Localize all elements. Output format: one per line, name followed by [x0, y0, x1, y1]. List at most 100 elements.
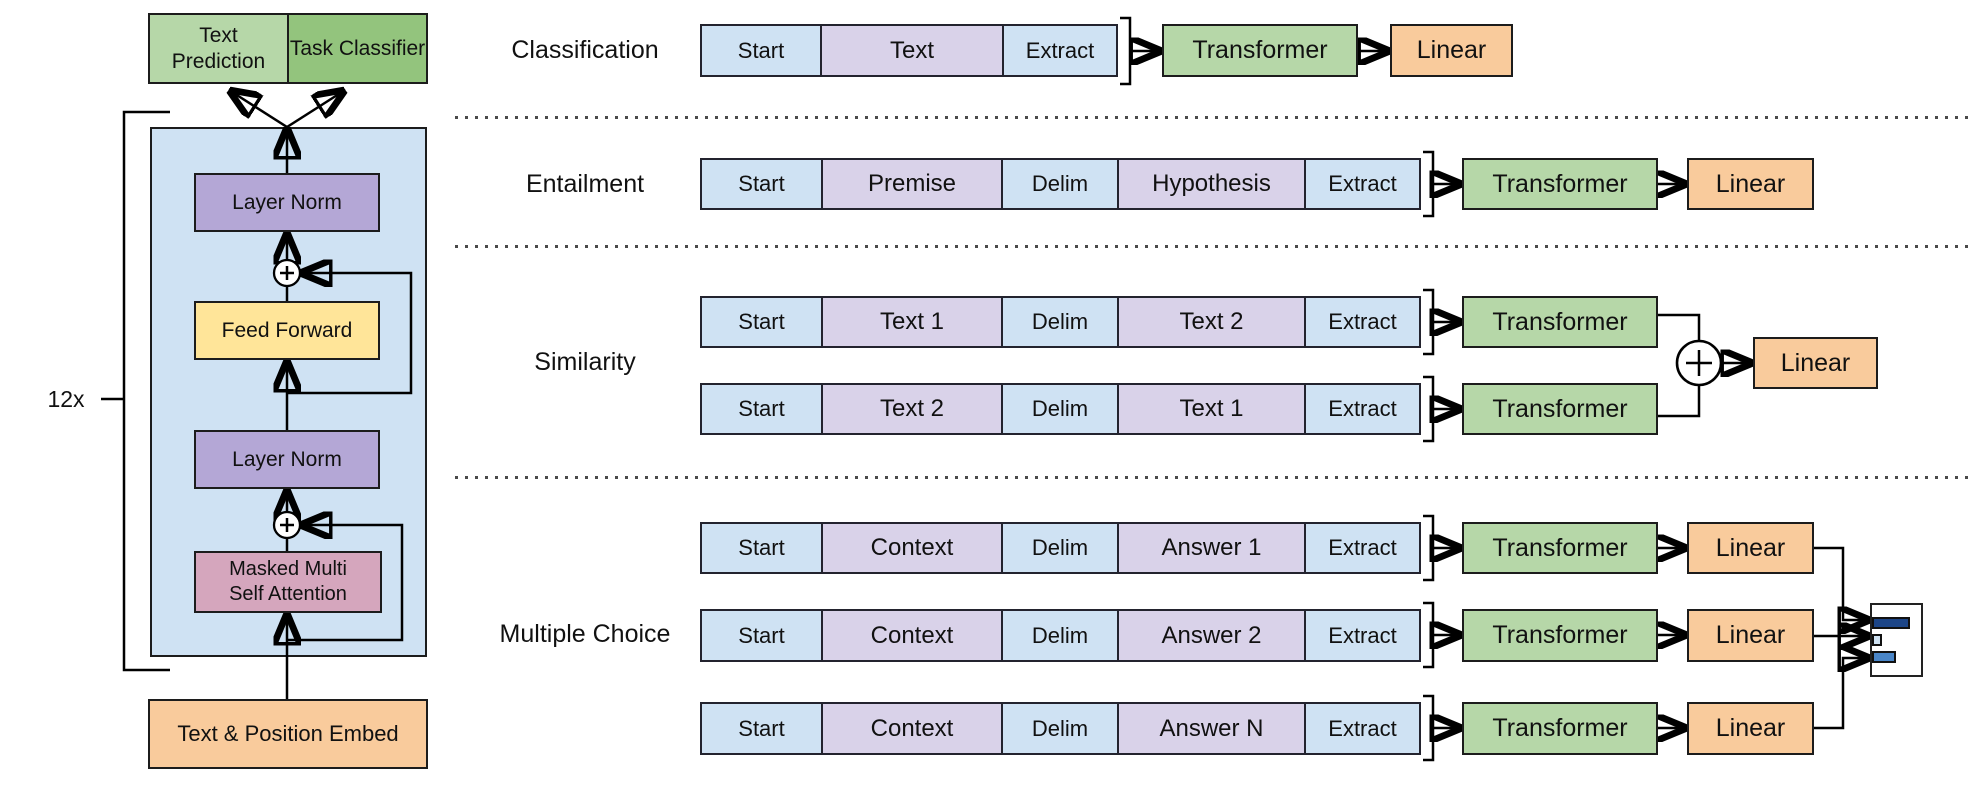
transformer-node: Transformer: [1162, 24, 1358, 77]
input-sequence: Start Premise Delim Hypothesis Extract: [700, 158, 1421, 210]
token-cell-delim: Delim: [1001, 611, 1117, 660]
linear-label: Linear: [1780, 348, 1851, 377]
token-cell-delim: Delim: [1001, 704, 1117, 753]
token-label: Extract: [1328, 535, 1397, 560]
task-classifier-head: Task Classifier: [287, 15, 426, 82]
token-cell-extract: Extract: [1304, 385, 1419, 433]
text-prediction-head: Text Prediction: [150, 15, 287, 82]
token-label: Extract: [1328, 622, 1397, 648]
transformer-node: Transformer: [1462, 522, 1658, 574]
token-cell-extract: Extract: [1002, 26, 1116, 75]
extract-bracket: [1423, 150, 1435, 218]
extract-bracket: [1120, 16, 1132, 86]
classification-wires: [1120, 16, 1386, 86]
input-sequence: Start Context Delim Answer 2 Extract: [700, 609, 1421, 662]
feed-forward-block: Feed Forward: [194, 301, 380, 360]
token-label: Text 1: [879, 308, 945, 335]
token-cell-delim: Delim: [1001, 385, 1117, 433]
transformer-label: Transformer: [1192, 36, 1328, 64]
linear-label: Linear: [1715, 714, 1786, 742]
token-label: Start: [738, 396, 785, 421]
token-cell-answer1: Answer 1: [1117, 524, 1304, 572]
token-cell-context: Context: [821, 524, 1001, 572]
linear-node: Linear: [1687, 158, 1814, 210]
repeat-bracket: [122, 110, 170, 672]
token-cell-extract: Extract: [1304, 704, 1419, 753]
transformer-label: Transformer: [1492, 714, 1628, 742]
transformer-label: Transformer: [1492, 169, 1628, 198]
input-sequence: Start Text 2 Delim Text 1 Extract: [700, 383, 1421, 435]
token-cell-text2: Text 2: [1117, 298, 1304, 346]
answer-score-bar: [1872, 651, 1896, 663]
extract-bracket: [1423, 375, 1435, 443]
token-label: Text 1: [1179, 395, 1244, 422]
token-cell-extract: Extract: [1304, 524, 1419, 572]
input-sequence: Start Text Extract: [700, 24, 1118, 77]
token-label: Extract: [1025, 37, 1095, 63]
transformer-node: Transformer: [1462, 158, 1658, 210]
extract-bracket: [1423, 601, 1435, 669]
transformer-label: Transformer: [1492, 533, 1628, 562]
token-label: Context: [870, 534, 954, 561]
token-label: Answer N: [1159, 714, 1264, 742]
token-label: Extract: [1328, 715, 1397, 741]
token-cell-extract: Extract: [1304, 298, 1419, 346]
token-label: Extract: [1328, 171, 1397, 196]
linear-node: Linear: [1687, 609, 1814, 662]
task-label-entailment: Entailment: [525, 170, 645, 198]
token-label: Start: [737, 37, 785, 63]
text-prediction-label: Text Prediction: [171, 24, 266, 73]
answer-score-bar: [1872, 617, 1910, 629]
linear-label: Linear: [1715, 533, 1786, 562]
input-sequence: Start Text 1 Delim Text 2 Extract: [700, 296, 1421, 348]
transformer-node: Transformer: [1462, 609, 1658, 662]
transformer-node: Transformer: [1462, 296, 1658, 348]
section-divider: [455, 245, 1973, 248]
layer-norm-bottom-block: Layer Norm: [194, 430, 380, 489]
linear-label: Linear: [1715, 621, 1786, 649]
token-cell-context: Context: [821, 611, 1001, 660]
token-label: Start: [738, 309, 785, 334]
token-label: Answer 2: [1161, 621, 1262, 649]
token-cell-extract: Extract: [1304, 611, 1419, 660]
token-cell-text1: Text 1: [821, 298, 1001, 346]
token-label: Extract: [1328, 309, 1397, 334]
token-label: Delim: [1031, 535, 1089, 560]
token-label: Text: [889, 36, 934, 64]
token-label: Text 2: [879, 395, 945, 422]
section-divider: [455, 476, 1973, 479]
linear-label: Linear: [1715, 169, 1786, 198]
answer-score-bar: [1872, 634, 1882, 646]
transformer-label: Transformer: [1492, 621, 1628, 649]
token-cell-hypothesis: Hypothesis: [1117, 160, 1304, 208]
transformer-label: Transformer: [1492, 394, 1628, 423]
input-sequence: Start Context Delim Answer 1 Extract: [700, 522, 1421, 574]
extract-bracket: [1423, 514, 1435, 582]
token-label: Delim: [1031, 171, 1089, 196]
token-cell-delim: Delim: [1001, 298, 1117, 346]
linear-node: Linear: [1687, 702, 1814, 755]
repeat-count-label: 12x: [47, 385, 85, 412]
task-label-similarity: Similarity: [534, 348, 636, 376]
extract-bracket: [1423, 694, 1435, 762]
linear-label: Linear: [1416, 36, 1487, 64]
output-heads: Text Prediction Task Classifier: [148, 13, 428, 84]
token-cell-start: Start: [702, 298, 821, 346]
residual-connection-feedforward: [287, 273, 413, 395]
token-cell-answerN: Answer N: [1117, 704, 1304, 753]
section-divider: [455, 116, 1973, 119]
token-label: Start: [738, 622, 785, 648]
multiple-choice-wires: [1423, 514, 1866, 762]
residual-connection-attention: [287, 525, 404, 642]
entailment-wires: [1423, 150, 1683, 218]
token-label: Start: [738, 535, 785, 560]
token-cell-context: Context: [821, 704, 1001, 753]
token-label: Extract: [1328, 396, 1397, 421]
token-cell-start: Start: [702, 160, 821, 208]
token-cell-start: Start: [702, 704, 821, 753]
task-label-classification: Classification: [511, 36, 659, 64]
add-icon: [1675, 339, 1723, 387]
input-sequence: Start Context Delim Answer N Extract: [700, 702, 1421, 755]
token-cell-delim: Delim: [1001, 524, 1117, 572]
transformer-node: Transformer: [1462, 383, 1658, 435]
